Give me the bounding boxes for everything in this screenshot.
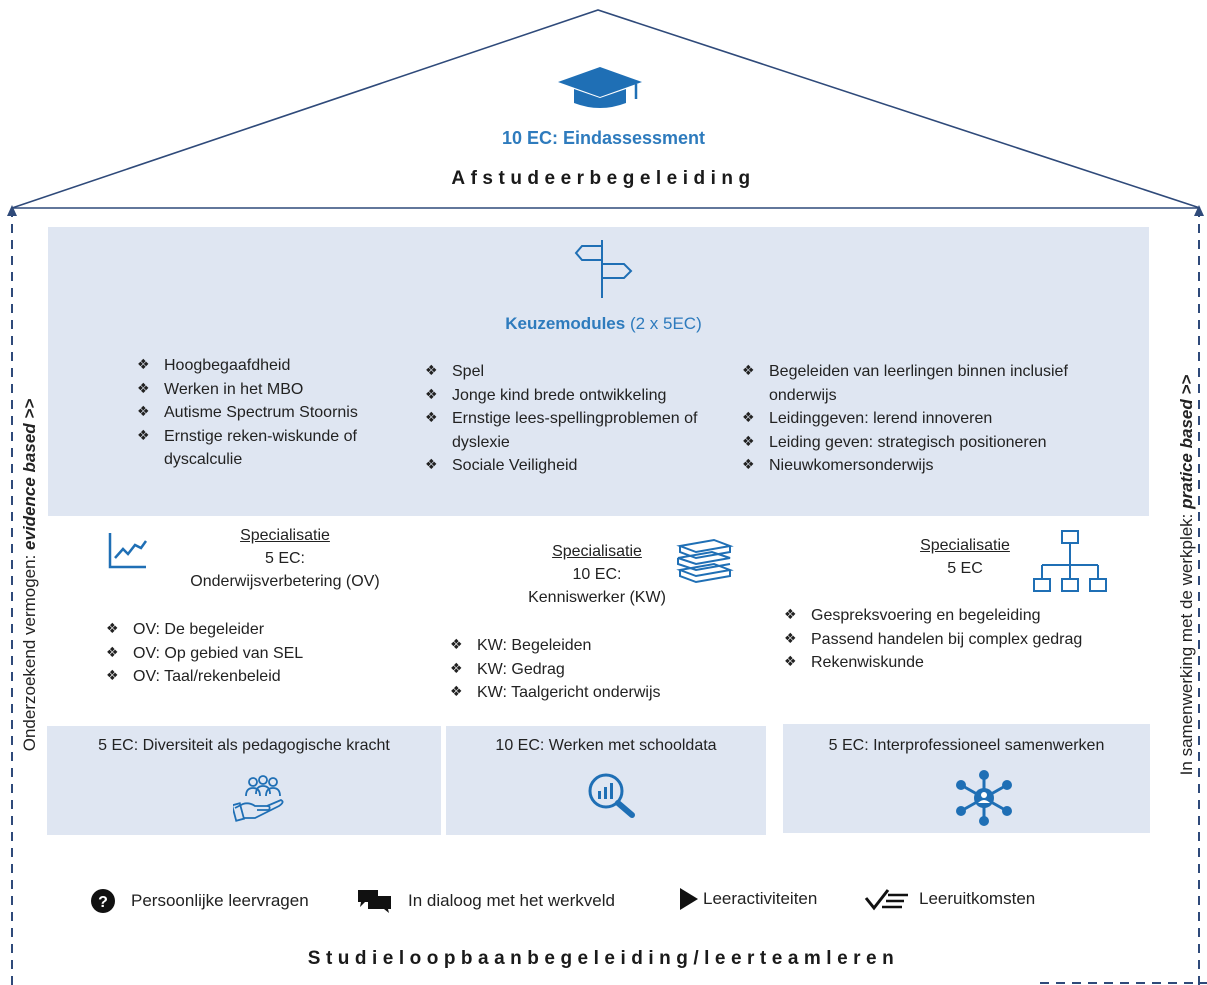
right-side-label: In samenwerking met de werkplek: pratice… [1177,374,1196,776]
list-item: Begeleiden van leerlingen binnen inclusi… [742,360,1102,407]
svg-text:?: ? [98,894,108,911]
list-item: Gespreksvoering en begeleiding [784,604,1134,628]
list-item: Leiding geven: strategisch positioneren [742,431,1102,455]
spec-ov-title: Specialisatie 5 EC: Onderwijsverbetering… [190,527,380,590]
list-item: Autisme Spectrum Stoornis [137,401,407,425]
books-icon [676,538,734,584]
spec-ov-list: OV: De begeleider OV: Op gebied van SEL … [106,618,406,689]
graduation-cap-icon [558,67,642,108]
schooldata-box: 10 EC: Werken met schooldata [446,726,766,835]
list-item: Werken in het MBO [137,378,407,402]
spec-kw-title: Specialisatie 10 EC: Kenniswerker (KW) [528,543,666,606]
diversiteit-label: 5 EC: Diversiteit als pedagogische krach… [98,737,390,754]
list-item: Ernstige lees-spellingproblemen of dysle… [425,407,725,454]
keuzemodules-title: Keuzemodules (2 x 5EC) [505,314,702,333]
list-item: Sociale Veiligheid [425,454,725,478]
diversiteit-box: 5 EC: Diversiteit als pedagogische krach… [47,726,441,835]
keuze-list-2: Spel Jonge kind brede ontwikkeling Ernst… [425,360,725,478]
left-side-label: Onderzoekend vermogen: evidence based >> [20,398,39,752]
list-item: Passend handelen bij complex gedrag [784,628,1134,652]
play-icon [680,888,698,910]
list-item: Hoogbegaafdheid [137,354,407,378]
network-icon [956,770,1012,826]
list-item: Nieuwkomersonderwijs [742,454,1102,478]
spec-kw-list: KW: Begeleiden KW: Gedrag KW: Taalgerich… [450,634,750,705]
afstudeerbegeleiding-label: Afstudeerbegeleiding [451,168,756,189]
list-item: Rekenwiskunde [784,651,1134,675]
list-item: Spel [425,360,725,384]
list-item: Leidinggeven: lerend innoveren [742,407,1102,431]
list-item: KW: Taalgericht onderwijs [450,681,750,705]
signpost-icon [574,240,633,298]
legend-activiteiten: Leeractiviteiten [678,886,817,912]
legend-uitkomsten: Leeruitkomsten [864,886,1035,912]
schooldata-label: 10 EC: Werken met schooldata [495,737,717,754]
checklist-icon [864,889,908,911]
org-chart-icon [1033,530,1107,592]
list-item: KW: Gedrag [450,658,750,682]
data-magnifier-icon [588,773,635,818]
question-icon: ? [91,889,115,913]
list-item: OV: Op gebied van SEL [106,642,406,666]
legend-vragen: ? Persoonlijke leervragen [90,888,309,914]
samenwerken-box: 5 EC: Interprofessioneel samenwerken [783,724,1150,833]
list-item: OV: De begeleider [106,618,406,642]
list-item: KW: Begeleiden [450,634,750,658]
spec-3-title: Specialisatie 5 EC [920,537,1010,577]
keuze-list-1: Hoogbegaafdheid Werken in het MBO Autism… [137,354,407,472]
list-item: Jonge kind brede ontwikkeling [425,384,725,408]
eindassessment-label: 10 EC: Eindassessment [501,128,706,148]
samenwerken-label: 5 EC: Interprofessioneel samenwerken [828,737,1105,754]
spec-3-list: Gespreksvoering en begeleiding Passend h… [784,604,1134,675]
hand-people-icon [233,775,284,822]
studieloopbaan-label: Studieloopbaanbegeleiding/leerteamleren [307,948,900,969]
list-item: OV: Taal/rekenbeleid [106,665,406,689]
chat-bubbles-icon [358,890,391,913]
list-item: Ernstige reken-wiskunde of dyscalculie [137,425,407,472]
legend-dialoog: In dialoog met het werkveld [356,888,615,914]
trend-chart-icon [108,533,148,569]
keuze-list-3: Begeleiden van leerlingen binnen inclusi… [742,360,1102,478]
